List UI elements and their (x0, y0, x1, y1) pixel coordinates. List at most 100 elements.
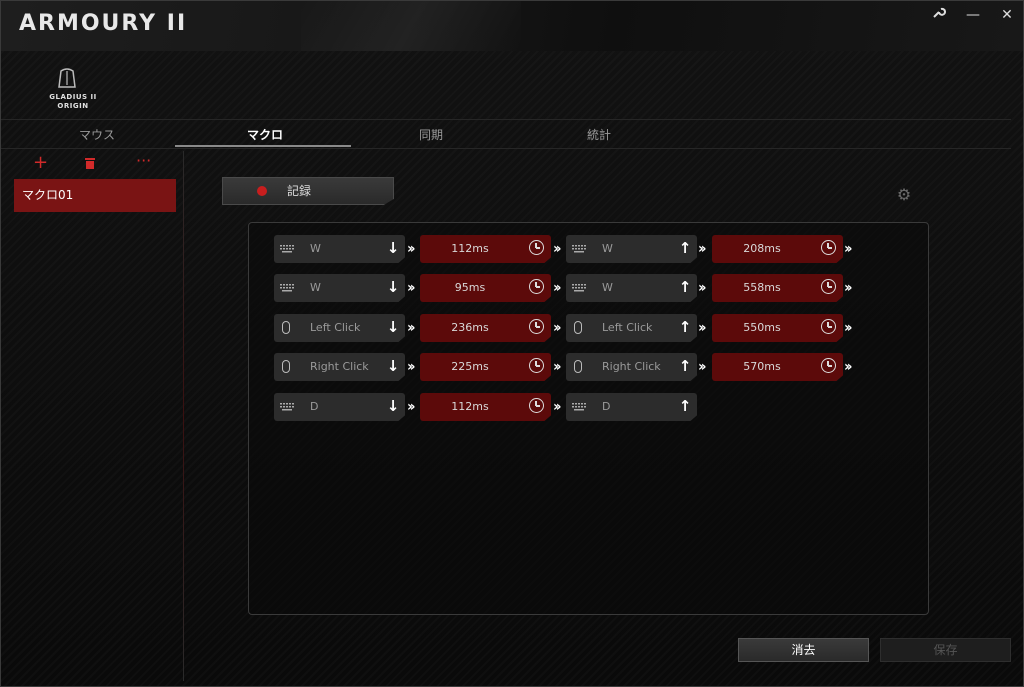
key-label: D (602, 400, 611, 413)
active-tab-indicator (175, 145, 351, 147)
chevron-right-icon: ›› (553, 280, 562, 296)
sidebar-toolbar: + ··· (1, 151, 181, 177)
key-label: W (602, 281, 613, 294)
chevron-right-icon: ›› (553, 241, 562, 257)
trash-icon[interactable] (83, 156, 97, 173)
arrow-up-icon: ↑ (678, 357, 692, 375)
chevron-right-icon: ›› (698, 280, 707, 296)
device-name-line1: GLADIUS II (49, 93, 97, 101)
macro-delay-step[interactable]: 550ms (712, 314, 843, 342)
delay-label: 550ms (743, 321, 781, 334)
chevron-right-icon: ›› (407, 399, 416, 415)
chevron-right-icon: ›› (844, 320, 853, 336)
wrench-icon[interactable] (927, 5, 951, 25)
record-label: 記録 (287, 184, 312, 198)
chevron-right-icon: ›› (407, 320, 416, 336)
chevron-right-icon: ›› (698, 359, 707, 375)
clock-icon (529, 398, 544, 413)
device-name-line2: ORIGIN (57, 102, 89, 110)
arrow-up-icon: ↑ (678, 318, 692, 336)
delay-label: 558ms (743, 281, 781, 294)
add-macro-button[interactable]: + (33, 152, 49, 173)
delay-label: 236ms (451, 321, 489, 334)
chevron-right-icon: ›› (407, 241, 416, 257)
key-label: W (310, 242, 321, 255)
key-label: D (310, 400, 319, 413)
chevron-right-icon: ›› (553, 399, 562, 415)
macro-delay-step[interactable]: 112ms (420, 393, 551, 421)
arrow-down-icon: ↓ (386, 278, 400, 296)
tab-mouse[interactable]: マウス (79, 128, 116, 142)
device-logo-icon (31, 67, 103, 113)
macro-delay-step[interactable]: 570ms (712, 353, 843, 381)
macro-key-step[interactable]: W↓ (274, 235, 405, 263)
clock-icon (821, 319, 836, 334)
clock-icon (821, 240, 836, 255)
gear-icon[interactable]: ⚙ (896, 185, 912, 204)
clock-icon (529, 240, 544, 255)
save-button[interactable]: 保存 (880, 638, 1011, 662)
arrow-down-icon: ↓ (386, 397, 400, 415)
delay-label: 112ms (451, 242, 489, 255)
delay-label: 570ms (743, 360, 781, 373)
minimize-button[interactable]: — (966, 7, 980, 23)
clock-icon (821, 279, 836, 294)
tab-sync[interactable]: 同期 (419, 128, 444, 142)
arrow-down-icon: ↓ (386, 357, 400, 375)
close-button[interactable]: ✕ (1001, 7, 1013, 23)
device-name: GLADIUS II ORIGIN (29, 93, 117, 111)
app-title: ARMOURY II (19, 11, 188, 36)
arrow-up-icon: ↑ (678, 278, 692, 296)
macro-delay-step[interactable]: 112ms (420, 235, 551, 263)
clock-icon (821, 358, 836, 373)
delay-label: 95ms (454, 281, 486, 294)
macro-delay-step[interactable]: 208ms (712, 235, 843, 263)
chevron-right-icon: ›› (407, 280, 416, 296)
macro-key-step[interactable]: Left Click ↑ (566, 314, 697, 342)
macro-key-step[interactable]: Left Click↓ (274, 314, 405, 342)
sidebar-divider (183, 151, 184, 681)
macro-list-item[interactable]: マクロ01 (14, 179, 176, 212)
mouse-icon (282, 360, 290, 373)
macro-key-step[interactable]: W↑ (566, 235, 697, 263)
tab-macro[interactable]: マクロ (247, 128, 284, 142)
macro-key-step[interactable]: D↑ (566, 393, 697, 421)
macro-delay-step[interactable]: 95ms (420, 274, 551, 302)
delay-label: 208ms (743, 242, 781, 255)
tab-bar: マウス マクロ 同期 統計 (1, 119, 1011, 149)
chevron-right-icon: ›› (698, 241, 707, 257)
key-label: W (310, 281, 321, 294)
chevron-right-icon: ›› (844, 359, 853, 375)
macro-delay-step[interactable]: 225ms (420, 353, 551, 381)
chevron-right-icon: ›› (407, 359, 416, 375)
title-bar: ARMOURY II — ✕ (1, 1, 1023, 51)
chevron-right-icon: ›› (844, 280, 853, 296)
tab-statistics[interactable]: 統計 (587, 128, 612, 142)
chevron-right-icon: ›› (553, 320, 562, 336)
macro-key-step[interactable]: D↓ (274, 393, 405, 421)
key-label: Right Click (310, 360, 369, 373)
macro-delay-step[interactable]: 558ms (712, 274, 843, 302)
clock-icon (529, 319, 544, 334)
chevron-right-icon: ›› (553, 359, 562, 375)
arrow-up-icon: ↑ (678, 397, 692, 415)
macro-key-step[interactable]: W↑ (566, 274, 697, 302)
chevron-right-icon: ›› (844, 241, 853, 257)
clock-icon (529, 279, 544, 294)
macro-delay-step[interactable]: 236ms (420, 314, 551, 342)
arrow-down-icon: ↓ (386, 318, 400, 336)
macro-key-step[interactable]: W↓ (274, 274, 405, 302)
chevron-right-icon: ›› (698, 320, 707, 336)
record-dot-icon (257, 186, 267, 196)
key-label: Left Click (602, 321, 653, 334)
record-button[interactable]: 記録 (222, 177, 394, 205)
macro-key-step[interactable]: Right Click ↓ (274, 353, 405, 381)
more-options-button[interactable]: ··· (136, 151, 152, 170)
arrow-up-icon: ↑ (678, 239, 692, 257)
delay-label: 112ms (451, 400, 489, 413)
mouse-icon (282, 321, 290, 334)
macro-key-step[interactable]: Right Click↑ (566, 353, 697, 381)
mouse-icon (574, 321, 582, 334)
clear-button[interactable]: 消去 (738, 638, 869, 662)
